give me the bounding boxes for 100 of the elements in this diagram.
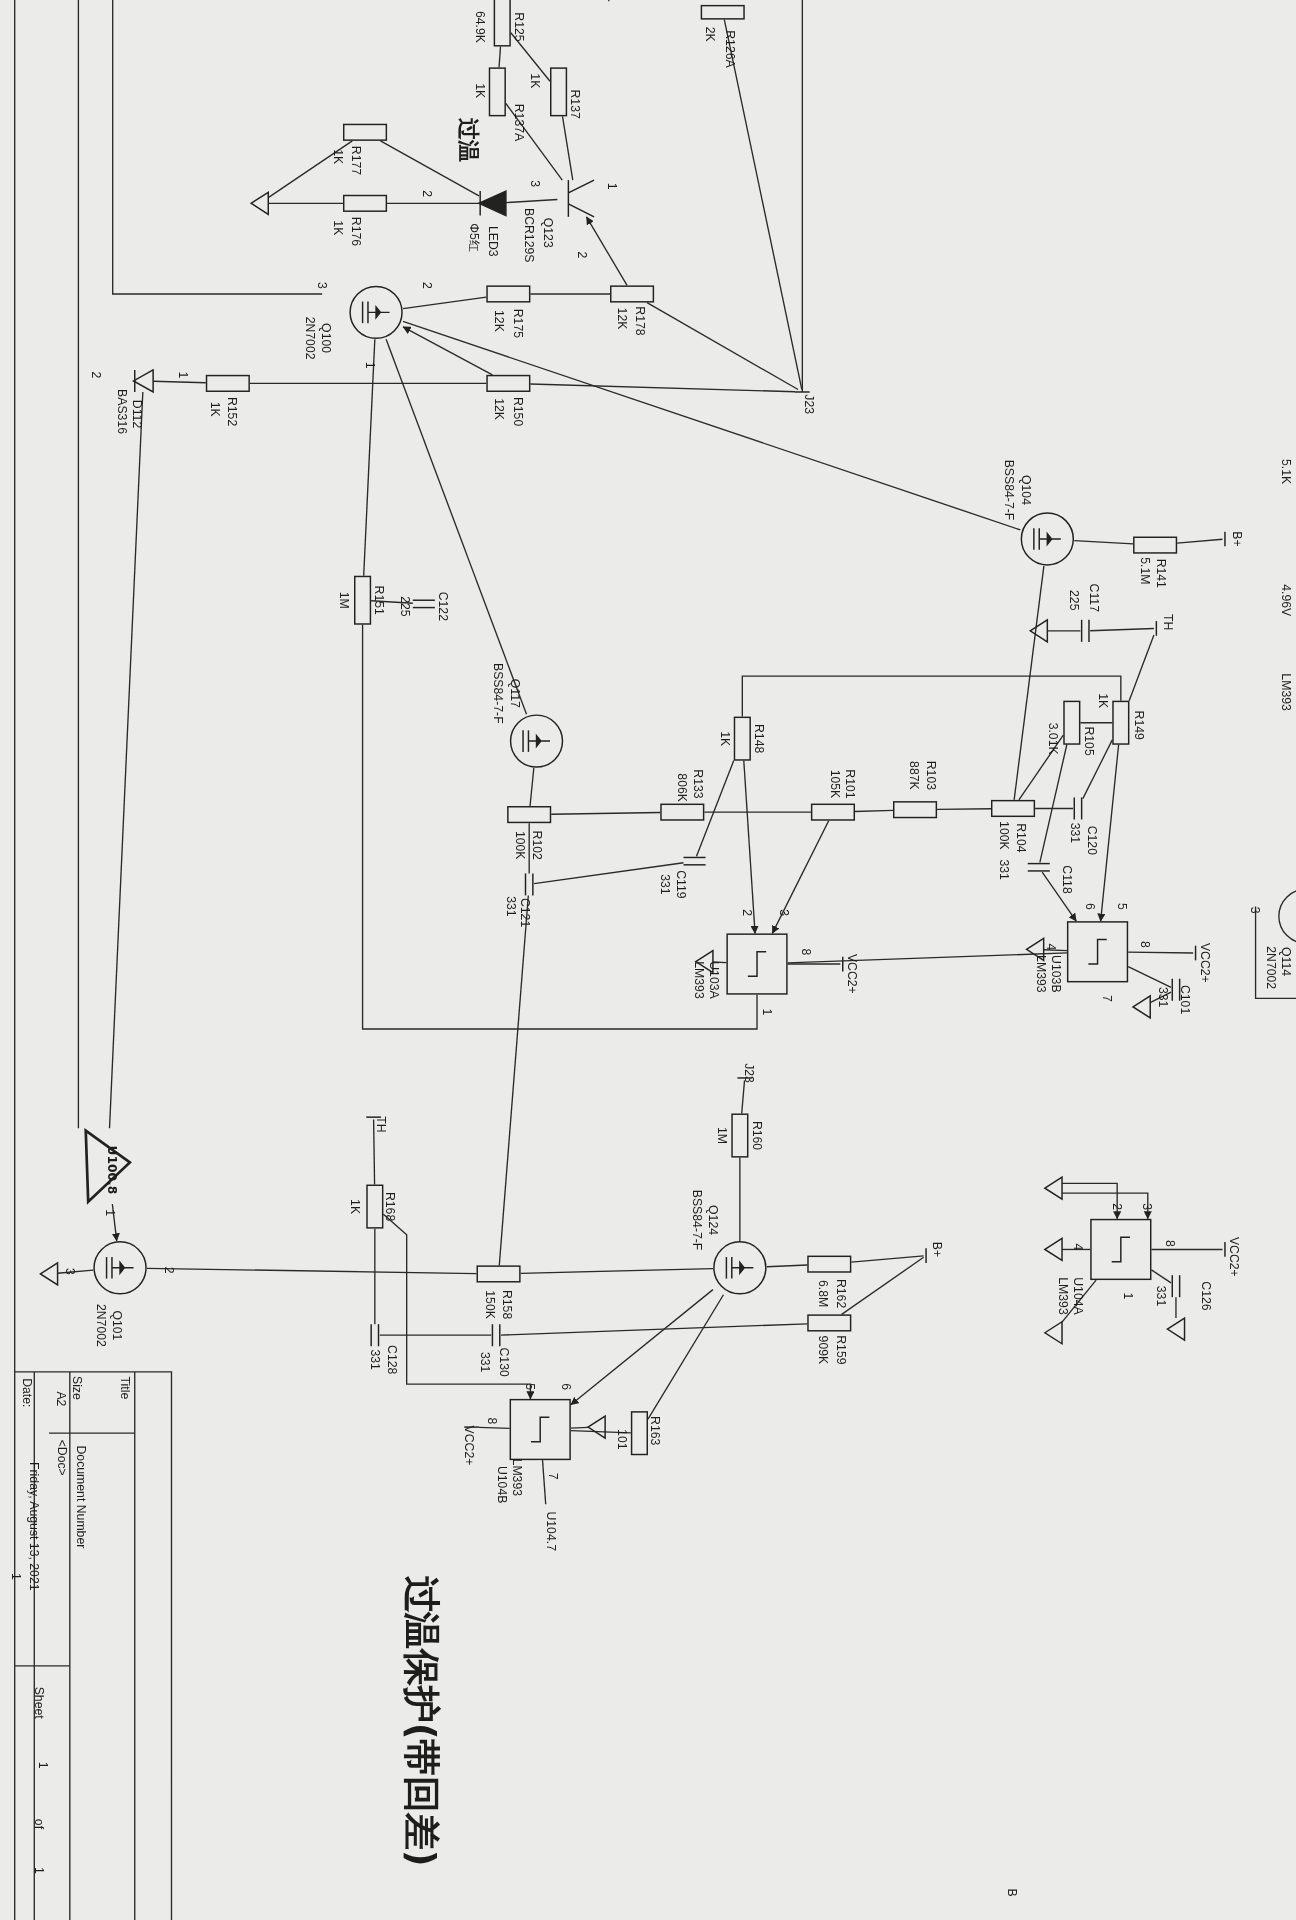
component-value: 1M xyxy=(716,1127,730,1145)
component-value: 331 xyxy=(1154,1285,1168,1307)
reference-designator: R151 xyxy=(373,585,387,615)
reference-designator: Q124 xyxy=(706,1205,720,1236)
reference-designator: Q117 xyxy=(508,678,523,708)
reference-designator: R168 xyxy=(384,1191,398,1222)
pin-number: 8 xyxy=(1163,1239,1177,1247)
title-block-field: 1 xyxy=(36,1761,50,1769)
annotation-text: 2N7002 xyxy=(1264,946,1279,990)
pin-number: 8 xyxy=(485,1417,500,1425)
pin-number: 1 xyxy=(103,1209,117,1217)
component-value: 331 xyxy=(1068,822,1083,844)
pin-number: 3 xyxy=(1141,1203,1155,1210)
component-value: 12K xyxy=(615,307,629,330)
reference-designator: D112 xyxy=(130,399,144,429)
annotation-text: B xyxy=(1005,1888,1019,1897)
reference-designator: R158 xyxy=(500,1289,514,1320)
reference-designator: R102 xyxy=(531,830,545,860)
title-block-field: Size xyxy=(70,1375,84,1400)
pin-number: 1 xyxy=(177,371,191,379)
reference-designator: U104A xyxy=(1071,1277,1085,1315)
component-value: BSS84-7-F xyxy=(1002,459,1017,521)
net-label: U104.7 xyxy=(544,1511,558,1551)
component-value: 331 xyxy=(1156,986,1171,1008)
component-value: 909K xyxy=(816,1335,830,1365)
net-label: TH xyxy=(374,1116,388,1133)
component-value: 6.8M xyxy=(816,1279,830,1308)
reference-designator: U103B xyxy=(1049,955,1063,993)
reference-designator: R159 xyxy=(834,1335,849,1365)
net-label: J23 xyxy=(742,1063,757,1083)
pin-number: 5 xyxy=(1115,903,1129,910)
reference-designator: R126A xyxy=(723,30,737,68)
component-value: BAS316 xyxy=(115,389,130,435)
component-value: 1K xyxy=(473,83,487,99)
net-label: VCC2+ xyxy=(845,953,860,994)
component-value: 2N7002 xyxy=(303,316,317,360)
reference-designator: R150 xyxy=(511,396,525,427)
pin-number: 5 xyxy=(523,1383,538,1391)
reference-designator: R141 xyxy=(1154,558,1168,588)
component-value: 3.01K xyxy=(1046,722,1061,755)
reference-designator: R176 xyxy=(349,216,364,247)
pin-number: 3 xyxy=(315,282,329,289)
reference-designator: R160 xyxy=(750,1120,764,1151)
component-value: 100K xyxy=(997,821,1012,850)
reference-designator: C120 xyxy=(1085,825,1100,855)
reference-designator: R148 xyxy=(752,724,767,754)
title-block-field: Sheet xyxy=(32,1686,46,1719)
reference-designator: C121 xyxy=(518,897,533,928)
pin-number: 8 xyxy=(799,948,813,956)
reference-designator: R101 xyxy=(843,769,857,799)
reference-designator: R133 xyxy=(691,769,705,799)
component-value: Φ5红 xyxy=(467,223,481,253)
component-value: 101 xyxy=(615,1429,629,1450)
component-value: 331 xyxy=(997,859,1012,880)
component-value: 1M xyxy=(337,591,351,609)
component-value: 331 xyxy=(504,896,518,917)
reference-designator: R162 xyxy=(834,1278,849,1309)
component-value: LM393 xyxy=(510,1458,524,1496)
pin-number: 2 xyxy=(575,251,589,259)
net-label: B+ xyxy=(930,1241,944,1258)
pin-number: 3 xyxy=(1248,906,1263,914)
reference-designator: Q101 xyxy=(110,1310,125,1341)
component-value: 12K xyxy=(493,398,507,421)
title-block-field: 1 xyxy=(9,1573,23,1580)
reference-designator: Q100 xyxy=(319,323,333,354)
component-value: 225 xyxy=(1067,590,1081,611)
net-label: VCC2+ xyxy=(1228,1236,1242,1277)
reference-designator: C130 xyxy=(497,1347,512,1377)
pin-number: 1 xyxy=(1121,1292,1135,1300)
title-block-field: of xyxy=(32,1818,46,1830)
reference-designator: C119 xyxy=(674,870,688,899)
pin-number: 4 xyxy=(1071,1243,1085,1251)
title-block-field: <Doc> xyxy=(55,1439,70,1476)
net-label: TH xyxy=(1161,614,1176,631)
pin-number: 1 xyxy=(363,361,377,369)
pin-number: 1 xyxy=(760,1008,774,1016)
reference-designator: C122 xyxy=(436,591,451,621)
component-value: 1K xyxy=(208,401,223,417)
reference-designator: R105 xyxy=(1082,726,1096,756)
title-block-field: Friday, August 13, 2021 xyxy=(27,1462,42,1591)
title-block-field: Document Number xyxy=(74,1445,88,1549)
handwritten-note: 过温 xyxy=(455,117,481,162)
component-value: 1K xyxy=(331,220,345,236)
reference-designator: R152 xyxy=(226,396,240,427)
net-label: VCC2+ xyxy=(1198,942,1213,983)
reference-designator: U104B xyxy=(495,1465,509,1504)
component-value: 806K xyxy=(675,773,690,802)
pin-number: 3 xyxy=(63,1268,77,1275)
component-value: 1K xyxy=(718,731,732,747)
pin-number: 3 xyxy=(777,909,791,916)
pin-number: 2 xyxy=(420,190,435,197)
component-value: 1K xyxy=(348,1199,362,1215)
annotation-text: LM393 xyxy=(1279,673,1293,711)
component-value: 1K xyxy=(1096,693,1111,709)
net-label: VCC2+ xyxy=(462,1425,476,1466)
reference-designator: R163 xyxy=(648,1416,663,1446)
component-value: 331 xyxy=(478,1351,492,1373)
component-value: 1K xyxy=(331,149,345,165)
component-value: BCR129S xyxy=(522,207,536,263)
component-value: 331 xyxy=(658,874,672,895)
